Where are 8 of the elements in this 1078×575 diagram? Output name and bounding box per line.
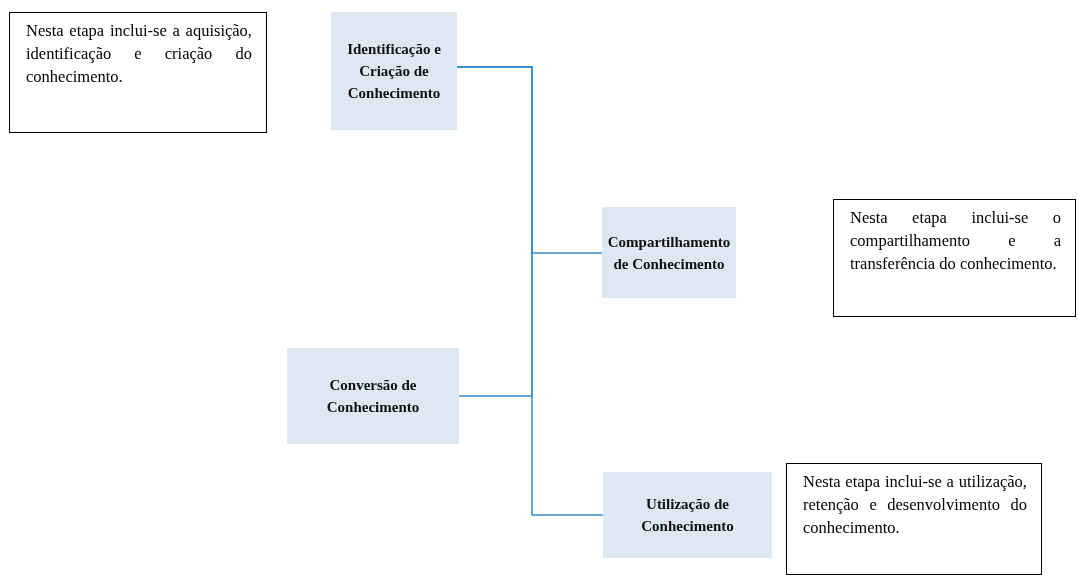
connector-line xyxy=(456,66,604,516)
note-box: Nesta etapa inclui-se a utilização, retenção e desenvolvimento do conhecimento. xyxy=(786,463,1042,575)
stage-box: Identificação e Criação de Conhecimento xyxy=(331,12,457,130)
note-box: Nesta etapa inclui-se a aquisição, identificação e criação do conhecimento. xyxy=(9,12,267,133)
note-box: Nesta etapa inclui-se o compartilhamento e a transferência do conhecimento. xyxy=(833,199,1076,317)
stage-box: Conversão de Conhecimento xyxy=(287,348,459,444)
stage-box: Utilização de Conhecimento xyxy=(603,472,772,558)
stage-box: Compartilhamento de Conhecimento xyxy=(602,207,736,298)
